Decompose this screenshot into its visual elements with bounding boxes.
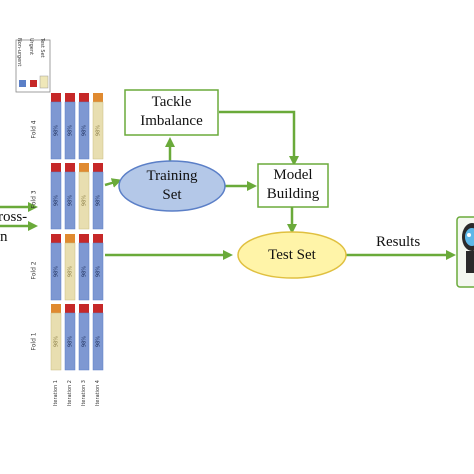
legend-label-testset: Test Set bbox=[39, 38, 45, 58]
model-line2: Building bbox=[266, 186, 320, 202]
arrow-tackle-model bbox=[219, 110, 299, 166]
bar-percent-label: 98% bbox=[68, 266, 74, 277]
fold-bars: 98% 98% 98% 98% 98% 98% 98% 98% 98% 98% 98% 98% 98% 9… bbox=[50, 93, 104, 371]
bar-percent-label: 98% bbox=[68, 125, 74, 136]
legend-label-nonurgent: Non-urgent bbox=[16, 38, 22, 67]
robot-body-icon bbox=[466, 251, 474, 273]
bar-percent-label: 98% bbox=[68, 336, 74, 347]
non-urgent-bar bbox=[92, 171, 104, 230]
iteration-label-2: Iteration 2 bbox=[67, 380, 73, 406]
tackle-line2: Imbalance bbox=[140, 113, 203, 129]
non-urgent-bar bbox=[92, 242, 104, 301]
results-label: Results bbox=[376, 234, 421, 250]
model-building-label: Model Building bbox=[258, 166, 328, 204]
arrow-folds-training bbox=[104, 178, 122, 188]
non-urgent-bar bbox=[50, 171, 62, 230]
urgent-cap bbox=[65, 304, 75, 313]
left-label-line2: n bbox=[0, 229, 8, 245]
bar-percent-label: 98% bbox=[82, 125, 88, 136]
urgent-cap bbox=[79, 234, 89, 243]
tackle-line1: Tackle bbox=[151, 94, 192, 110]
urgent-cap bbox=[93, 234, 103, 243]
non-urgent-bar bbox=[50, 101, 62, 160]
training-set-ellipse bbox=[118, 160, 226, 212]
urgent-cap bbox=[79, 304, 89, 313]
test-set-label: Test Set bbox=[268, 247, 316, 263]
test-set-bar bbox=[64, 242, 76, 301]
fold-label-4: Fold 4 bbox=[30, 120, 38, 139]
legend-label-urgent: Urgent bbox=[28, 38, 34, 56]
model-building-box bbox=[257, 163, 329, 208]
urgent-cap bbox=[51, 304, 61, 313]
tackle-imbalance-box bbox=[124, 89, 219, 136]
bar-percent-label: 98% bbox=[54, 195, 60, 206]
urgent-cap bbox=[51, 93, 61, 102]
iteration-label-4: Iteration 4 bbox=[95, 380, 101, 406]
non-urgent-bar bbox=[64, 171, 76, 230]
test-set-ellipse bbox=[237, 231, 347, 279]
tackle-imbalance-label: Tackle Imbalance bbox=[125, 93, 218, 131]
training-set-label: Training Set bbox=[120, 167, 224, 205]
urgent-cap bbox=[65, 234, 75, 243]
iteration-label-1: Iteration 1 bbox=[53, 380, 59, 406]
urgent-cap bbox=[79, 163, 89, 172]
bar-percent-label: 98% bbox=[96, 336, 102, 347]
fold-label-3: Fold 3 bbox=[30, 190, 38, 209]
bar-percent-label: 98% bbox=[54, 266, 60, 277]
model-line1: Model bbox=[273, 167, 313, 183]
bar-percent-label: 98% bbox=[82, 195, 88, 206]
bar-percent-label: 98% bbox=[82, 266, 88, 277]
non-urgent-bar bbox=[50, 242, 62, 301]
test-set-bar bbox=[78, 171, 90, 230]
training-line2: Set bbox=[162, 187, 182, 203]
robot-eye-icon bbox=[467, 233, 471, 237]
non-urgent-bar bbox=[64, 101, 76, 160]
iteration-label-3: Iteration 3 bbox=[81, 380, 87, 406]
bar-percent-label: 98% bbox=[54, 336, 60, 347]
non-urgent-bar bbox=[64, 312, 76, 371]
urgent-cap bbox=[79, 93, 89, 102]
urgent-cap bbox=[65, 93, 75, 102]
bar-percent-label: 98% bbox=[96, 195, 102, 206]
bar-percent-label: 98% bbox=[82, 336, 88, 347]
urgent-cap bbox=[93, 93, 103, 102]
left-label-line1: ross- bbox=[0, 209, 28, 225]
test-set-bar bbox=[92, 101, 104, 160]
non-urgent-bar bbox=[78, 312, 90, 371]
non-urgent-bar bbox=[78, 242, 90, 301]
urgent-cap bbox=[65, 163, 75, 172]
urgent-cap bbox=[93, 163, 103, 172]
urgent-cap bbox=[93, 304, 103, 313]
non-urgent-bar bbox=[92, 312, 104, 371]
legend-swatch-testset bbox=[39, 75, 49, 89]
urgent-cap bbox=[51, 234, 61, 243]
non-urgent-bar bbox=[78, 101, 90, 160]
test-set-bar bbox=[50, 312, 62, 371]
fold-label-1: Fold 1 bbox=[30, 332, 38, 351]
urgent-cap bbox=[51, 163, 61, 172]
legend-swatch-urgent bbox=[30, 80, 37, 87]
legend-swatch-nonurgent bbox=[19, 80, 26, 87]
bar-percent-label: 98% bbox=[68, 195, 74, 206]
robot-face-icon bbox=[465, 228, 474, 246]
fold-label-2: Fold 2 bbox=[30, 261, 38, 280]
bar-percent-label: 98% bbox=[54, 125, 60, 136]
bar-percent-label: 98% bbox=[96, 125, 102, 136]
bar-percent-label: 98% bbox=[96, 266, 102, 277]
training-line1: Training bbox=[146, 168, 198, 184]
